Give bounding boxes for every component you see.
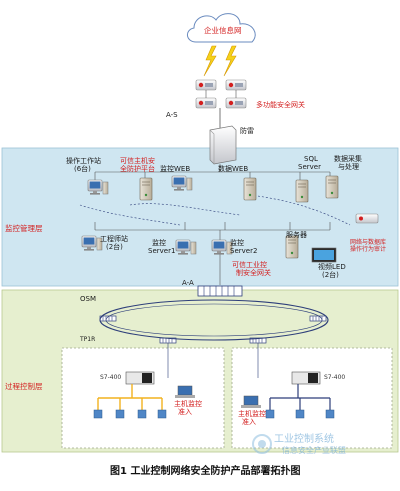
- host-right-label-2: 准入: [242, 418, 256, 426]
- gateway-left-label: A-S: [166, 111, 178, 119]
- firewall-label: 防雷: [240, 127, 254, 135]
- operator-station-label: 操作工作站: [66, 157, 101, 165]
- server-machine-label: 服务器: [286, 231, 307, 239]
- watermark-logo-icon: [252, 434, 272, 454]
- plc-left-label: S7-400: [100, 374, 122, 381]
- video-led-label: 视频LED: [318, 263, 346, 271]
- engineer-station-label: 工程师站: [100, 235, 128, 243]
- data-collect-label-2: 与处理: [338, 163, 359, 171]
- host-right-label: 主机监控: [238, 410, 266, 418]
- monitor-web-label: 监控WEB: [160, 165, 191, 173]
- plc-icon: [125, 371, 321, 385]
- operator-station-count: (6台): [74, 165, 91, 173]
- sql-server-label: SQL: [304, 155, 318, 163]
- cloud-label: 企业信息网: [204, 26, 242, 35]
- host-left-label: 主机监控: [174, 400, 202, 408]
- gateway-icon: [195, 79, 247, 109]
- audit-label: 网络与数据库: [350, 239, 387, 246]
- trusted-host-label: 可信主机安: [120, 157, 155, 165]
- video-led-count: (2台): [322, 271, 339, 279]
- monitor-zone-bg: [1, 147, 399, 287]
- audit-device-icon: [355, 213, 379, 224]
- laptop-icon: [175, 385, 261, 408]
- gateway-label: 多功能安全网关: [256, 101, 305, 109]
- server1-label: 监控: [152, 239, 166, 247]
- server1-label-2: Server1: [148, 247, 176, 255]
- zone-process-label: 过程控制层: [5, 382, 43, 391]
- osm-ring: [99, 299, 329, 341]
- watermark-line2: 信息安全产业联盟: [282, 446, 346, 455]
- server2-label: 监控: [230, 239, 244, 247]
- led-screen-icon: [311, 247, 337, 263]
- firewall-icon: [209, 125, 237, 165]
- field-tree-right: [269, 384, 331, 410]
- switch-icon: [99, 285, 327, 344]
- tp-label: TP1R: [80, 336, 96, 343]
- data-collect-label: 数据采集: [334, 155, 362, 163]
- sql-server-label-2: Server: [298, 163, 321, 171]
- figure-caption: 图1 工业控制网络安全防护产品部署拓扑图: [110, 466, 301, 477]
- trusted-host-label-2: 全防护平台: [120, 165, 155, 173]
- engineer-station-count: (2台): [106, 243, 123, 251]
- cloud-icon: [187, 13, 256, 43]
- lightning-icon: [203, 45, 237, 77]
- server2-label-2: Server2: [230, 247, 258, 255]
- field-device-icons: [93, 409, 335, 419]
- data-web-label: 数据WEB: [218, 165, 249, 173]
- osm-label: OSM: [80, 295, 96, 303]
- zone-monitor-label: 监控管理层: [5, 224, 43, 233]
- plc-right-label: S7-400: [324, 374, 346, 381]
- trusted-gateway-label: 可信工业控: [232, 261, 267, 269]
- aa-label: A-A: [182, 279, 194, 287]
- watermark-line1: 工业控制系统: [274, 434, 334, 445]
- field-tree-left: [97, 384, 163, 410]
- audit-label-2: 操作行为审计: [350, 246, 387, 253]
- host-left-label-2: 准入: [178, 408, 192, 416]
- trusted-gateway-label-2: 制安全网关: [236, 269, 271, 277]
